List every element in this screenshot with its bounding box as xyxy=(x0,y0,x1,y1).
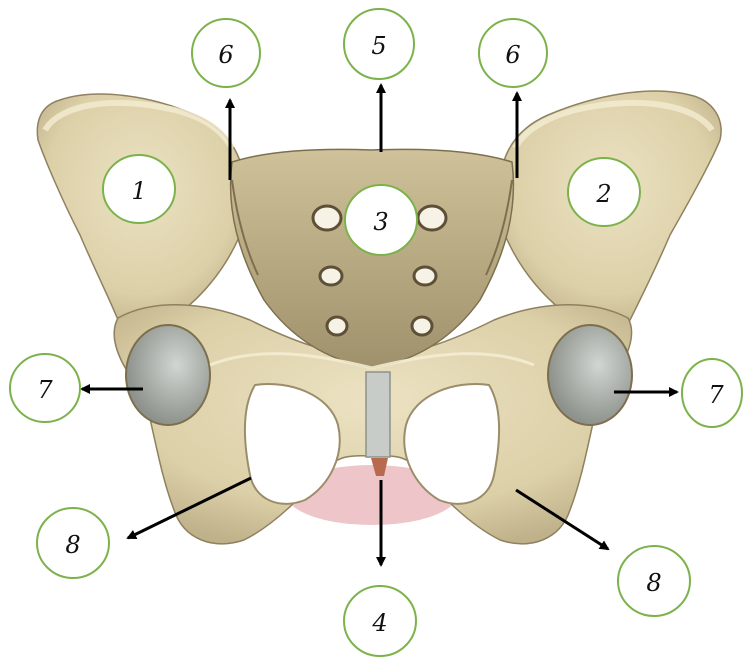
label-6-right: 6 xyxy=(479,19,547,87)
label-3-text: 3 xyxy=(373,208,388,236)
label-5-text: 5 xyxy=(371,32,386,60)
sacral-foramen xyxy=(414,267,436,285)
label-5: 5 xyxy=(344,9,414,79)
label-7-left-text: 7 xyxy=(37,376,53,404)
sacral-foramen xyxy=(327,317,347,335)
label-2-text: 2 xyxy=(595,180,611,208)
sacral-foramen xyxy=(412,317,432,335)
label-8-left-text: 8 xyxy=(65,531,80,559)
label-4: 4 xyxy=(344,586,416,656)
label-3: 3 xyxy=(345,185,417,255)
label-2: 2 xyxy=(568,158,640,226)
pubic-symphysis xyxy=(366,372,390,457)
left-acetabulum xyxy=(126,325,210,425)
label-6-right-text: 6 xyxy=(505,41,520,69)
label-4-text: 4 xyxy=(371,609,387,637)
label-6-left-text: 6 xyxy=(218,41,233,69)
label-7-right: 7 xyxy=(682,359,742,427)
sacral-foramen xyxy=(313,206,341,230)
label-8-left: 8 xyxy=(37,508,109,578)
sacral-foramen xyxy=(418,206,446,230)
label-1: 1 xyxy=(103,155,175,223)
label-7-left: 7 xyxy=(10,354,80,422)
right-acetabulum xyxy=(548,325,632,425)
label-1-text: 1 xyxy=(131,177,146,205)
sacral-foramen xyxy=(320,267,342,285)
label-8-right-text: 8 xyxy=(646,569,661,597)
label-8-right: 8 xyxy=(618,546,690,616)
label-7-right-text: 7 xyxy=(708,381,724,409)
label-6-left: 6 xyxy=(192,19,260,87)
